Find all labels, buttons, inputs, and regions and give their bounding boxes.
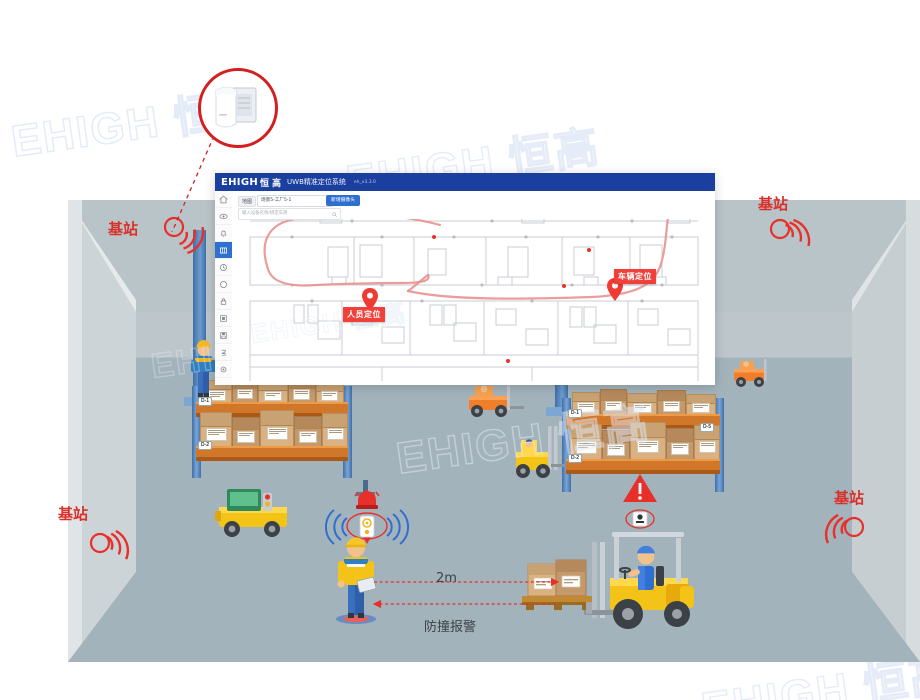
scene-select[interactable]: 场景5-工厂5-1 xyxy=(257,195,333,207)
lock-icon xyxy=(220,297,227,305)
base-station-signal-icon xyxy=(163,216,205,255)
sidebar-item-alarm[interactable] xyxy=(215,225,232,242)
sidebar-item-map[interactable] xyxy=(215,242,232,259)
map-pin-person[interactable] xyxy=(361,287,379,313)
map-dot[interactable] xyxy=(587,248,591,252)
sidebar-item-settings[interactable] xyxy=(215,361,232,378)
app-title: UWB精准定位系统 xyxy=(287,178,346,186)
app-titlebar: EHIGH 恒 高 UWB精准定位系统 eh_v3.3.0 xyxy=(215,173,715,191)
report-icon xyxy=(221,349,226,356)
map-dot[interactable] xyxy=(506,359,510,363)
search-placeholder: 输入设备名称/绑定车牌 xyxy=(242,211,288,216)
app-body: EHIGH 恒高 人员定位 xyxy=(215,191,715,385)
callout-leader-line xyxy=(171,135,215,233)
sidebar-item-fence[interactable] xyxy=(215,276,232,293)
sidebar-item-permission[interactable] xyxy=(215,293,232,310)
add-camera-button[interactable]: 新增摄像头 xyxy=(326,194,360,206)
warehouse-scene: D-1 D-2 D-1 D-5 xyxy=(68,200,920,662)
sidebar-item-home[interactable] xyxy=(215,191,232,208)
collision-alarm-label: 防撞报警 xyxy=(424,620,477,635)
map-label-vehicle[interactable]: 车辆定位 xyxy=(614,269,656,284)
map-layer-icon xyxy=(220,247,227,253)
app-main-area: EHIGH 恒高 人员定位 xyxy=(232,191,715,385)
uwb-base-station-device-icon xyxy=(215,87,257,128)
forklift-yellow-mid xyxy=(516,426,565,478)
bell-icon xyxy=(220,230,227,237)
agv-vehicle-left xyxy=(215,489,287,537)
base-station-label: 基站 xyxy=(108,220,139,238)
base-station-label: 基站 xyxy=(758,195,789,213)
floorplan-svg xyxy=(249,206,699,381)
device-callout-circle xyxy=(198,68,278,148)
save-icon xyxy=(220,331,227,339)
gear-icon xyxy=(220,366,227,372)
agv-vehicle-right-back xyxy=(734,359,767,387)
uwb-positioning-app-window: EHIGH 恒 高 UWB精准定位系统 eh_v3.3.0 xyxy=(215,173,715,385)
map-toolbar: 地图 场景5-工厂5-1 新增摄像头 输入设备名称/绑定车牌 xyxy=(232,191,715,220)
brand-logo-cn2: 高 xyxy=(272,178,282,189)
shelf-label: D-1 xyxy=(568,409,583,418)
shelf-label: D-2 xyxy=(568,454,583,463)
tag-beacon-group xyxy=(325,480,410,545)
forklift-main-front xyxy=(584,532,694,629)
distance-label: 2m xyxy=(436,571,457,586)
base-station-signal-icon xyxy=(89,529,130,560)
search-icon xyxy=(332,211,337,217)
sidebar-item-monitor[interactable] xyxy=(215,208,232,225)
sidebar-item-save[interactable] xyxy=(215,327,232,344)
worker-with-tablet xyxy=(336,537,377,624)
app-version: eh_v3.3.0 xyxy=(353,179,376,185)
sidebar-item-history[interactable] xyxy=(215,259,232,276)
rack-left: D-1 D-2 xyxy=(192,377,352,478)
base-station-label: 基站 xyxy=(58,505,89,523)
shelf-label: D-1 xyxy=(198,397,213,406)
search-input[interactable]: 输入设备名称/绑定车牌 xyxy=(238,208,341,220)
rack-right: D-1 D-5 D-2 xyxy=(562,389,724,492)
brand-logo-cn1: 恒 xyxy=(260,178,270,189)
map-canvas[interactable]: EHIGH 恒高 人员定位 xyxy=(232,191,715,385)
worker-standing xyxy=(191,340,216,397)
base-station-signal-icon xyxy=(769,218,811,247)
sidebar-item-device[interactable] xyxy=(215,310,232,327)
base-station-signal-icon xyxy=(824,513,865,544)
scene-select-value: 场景5-工厂5-1 xyxy=(261,198,292,203)
room-walls xyxy=(68,200,920,662)
device-icon xyxy=(220,314,227,322)
history-icon xyxy=(220,263,227,271)
map-field-label: 地图 xyxy=(238,196,257,207)
forklift-orange-back xyxy=(469,384,524,417)
sidebar-item-report[interactable] xyxy=(215,344,232,361)
map-dot[interactable] xyxy=(432,235,436,239)
fence-icon xyxy=(220,280,227,288)
app-sidebar-rail xyxy=(215,191,233,385)
map-label-person[interactable]: 人员定位 xyxy=(343,307,385,322)
collision-warning-group xyxy=(623,474,657,529)
shelf-label: D-2 xyxy=(198,441,213,450)
distance-arrows xyxy=(372,577,560,609)
shelf-label: D-5 xyxy=(699,423,714,432)
base-station-label: 基站 xyxy=(834,489,865,507)
eye-icon xyxy=(219,213,228,219)
brand-logo: EHIGH xyxy=(221,176,258,188)
home-icon xyxy=(219,195,228,203)
map-dot[interactable] xyxy=(562,284,566,288)
